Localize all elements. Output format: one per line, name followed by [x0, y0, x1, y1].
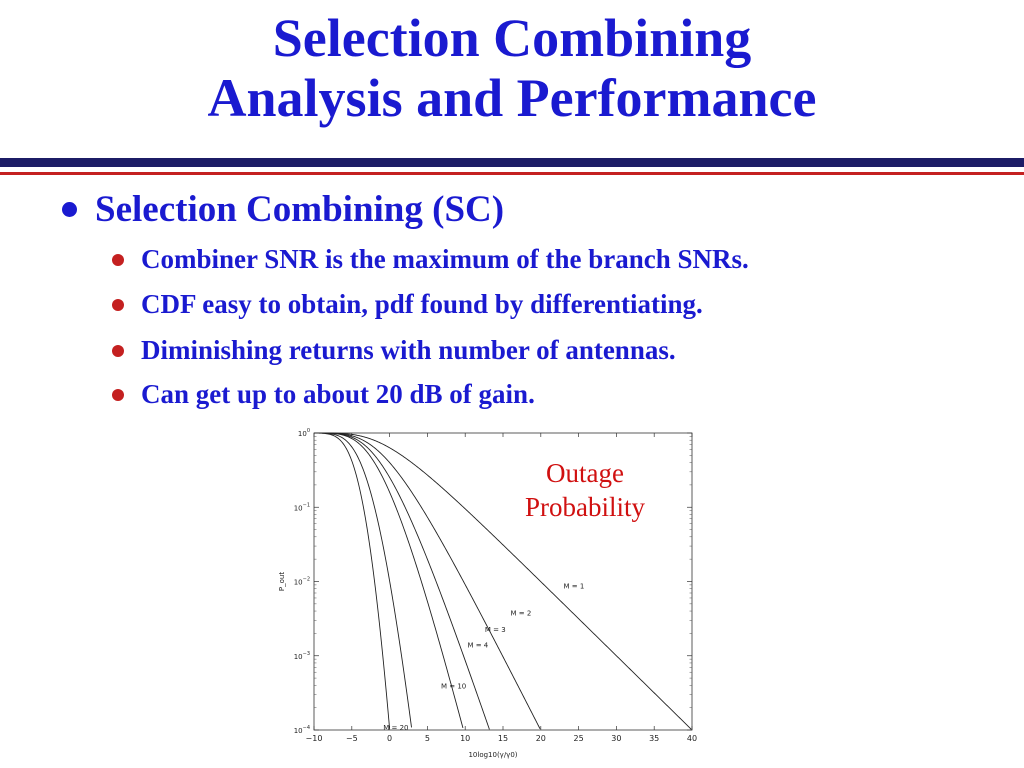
main-bullet-text: Selection Combining (SC): [95, 189, 505, 230]
chart-annotation: Outage Probability: [500, 456, 670, 524]
x-tick-label: −10: [306, 734, 323, 743]
y-tick-label: 10−4: [294, 725, 310, 735]
series-label: M = 20: [383, 724, 408, 732]
series-label: M = 2: [511, 609, 532, 617]
bullet-dot-icon: [62, 202, 77, 218]
title-line-2: Analysis and Performance: [207, 68, 817, 128]
series-label: M = 1: [563, 583, 584, 591]
slide-title: Selection Combining Analysis and Perform…: [0, 8, 1024, 128]
sub-bullet-text: Diminishing returns with number of anten…: [141, 335, 676, 365]
sub-bullet: Combiner SNR is the maximum of the branc…: [112, 243, 749, 275]
series-label: M = 4: [467, 641, 488, 649]
sub-bullet: Diminishing returns with number of anten…: [112, 334, 676, 366]
main-bullet: Selection Combining (SC): [62, 188, 504, 232]
x-tick-label: −5: [346, 734, 358, 743]
x-tick-label: 35: [649, 734, 659, 743]
title-rule-red: [0, 172, 1024, 175]
curve-m3: [313, 432, 490, 730]
curve-m10: [313, 432, 412, 728]
sub-bullet-text: Can get up to about 20 dB of gain.: [141, 379, 535, 409]
sub-bullet: Can get up to about 20 dB of gain.: [112, 378, 535, 410]
sub-bullet-text: Combiner SNR is the maximum of the branc…: [141, 244, 749, 274]
sub-bullet-text: CDF easy to obtain, pdf found by differe…: [141, 289, 703, 319]
y-tick-label: 10−3: [294, 651, 310, 661]
annotation-line-2: Probability: [525, 492, 645, 522]
annotation-line-1: Outage: [546, 458, 624, 488]
series-label: M = 3: [485, 626, 506, 634]
curve-m20: [313, 432, 391, 729]
y-axis-label: P_out: [278, 572, 286, 591]
x-tick-label: 10: [460, 734, 470, 743]
y-tick-label: 10−2: [294, 577, 310, 587]
x-tick-label: 40: [687, 734, 697, 743]
x-tick-label: 5: [425, 734, 430, 743]
x-tick-label: 30: [611, 734, 621, 743]
x-tick-label: 15: [498, 734, 508, 743]
curve-m4: [314, 432, 464, 729]
title-rule-blue: [0, 158, 1024, 167]
y-tick-label: 100: [298, 428, 310, 438]
bullet-dot-icon: [112, 298, 124, 311]
curve-m1: [314, 432, 692, 730]
series-label: M = 10: [441, 683, 466, 691]
x-tick-label: 20: [536, 734, 546, 743]
bullet-dot-icon: [112, 344, 124, 357]
x-tick-label: 25: [574, 734, 584, 743]
y-tick-label: 10−1: [294, 502, 310, 512]
outage-chart: −10 −5 0 5 10 15 20 25 30 35 40 100 10−1 10−2 10−3 10−4…: [270, 425, 700, 765]
bullet-dot-icon: [112, 388, 124, 401]
title-line-1: Selection Combining: [272, 8, 752, 68]
bullet-dot-icon: [112, 253, 124, 266]
outage-chart-svg: −10 −5 0 5 10 15 20 25 30 35 40 100 10−1 10−2 10−3 10−4…: [278, 428, 697, 759]
sub-bullet: CDF easy to obtain, pdf found by differe…: [112, 288, 703, 320]
x-tick-label: 0: [387, 734, 392, 743]
x-axis-label: 10log10(γ/γ0): [468, 751, 517, 759]
curve-m2: [314, 432, 541, 730]
